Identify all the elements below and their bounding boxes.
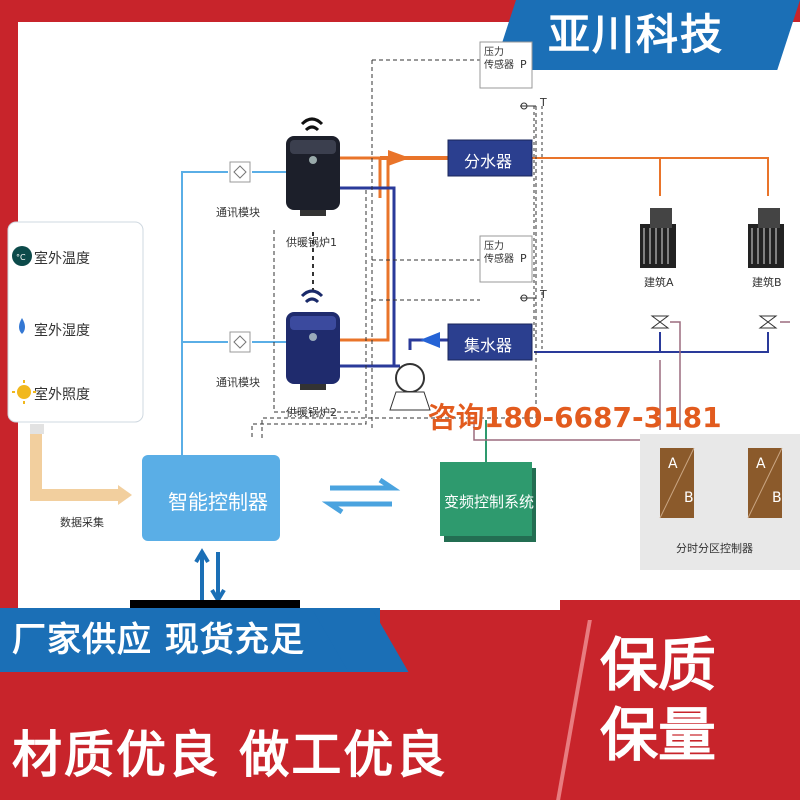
- pressure-sensor-1-box: [479, 41, 533, 89]
- valve-a-icon: [650, 315, 670, 329]
- comm-module-1-label: 通讯模块: [216, 206, 260, 219]
- brand-name: 亚川科技: [548, 10, 725, 59]
- building-b-icon: [748, 208, 784, 268]
- smart-controller-box: [142, 455, 280, 541]
- boiler-2: [286, 289, 340, 390]
- zone-a-label-a: A: [668, 456, 678, 472]
- sensor-panel: [7, 221, 144, 423]
- pressure-sensor-1-label: 压力 传感器: [484, 47, 514, 71]
- vfd-system-box: [440, 462, 532, 536]
- temp-sensor-1-t: T: [540, 96, 547, 109]
- return-manifold-label: 集水器: [464, 336, 513, 355]
- zone-b-label-b: B: [772, 490, 782, 506]
- pressure-sensor-2-p: P: [520, 252, 527, 265]
- data-collect-arrow: [30, 430, 118, 501]
- humidity-icon: [19, 318, 25, 334]
- pressure-sensor-2-box: [479, 235, 533, 283]
- temp-sensor-2-t: T: [540, 288, 547, 301]
- supply-banner: [0, 608, 380, 672]
- pressure-sensor-1-p: P: [520, 58, 527, 71]
- building-a-icon: [640, 208, 676, 268]
- hotline-text: 咨询180-6687-3181: [428, 401, 722, 434]
- boiler-1: [286, 117, 340, 216]
- comm-module-2-icon: [229, 331, 251, 353]
- data-collect-label: 数据采集: [60, 516, 104, 529]
- building-b-label: 建筑B: [752, 276, 782, 289]
- supply-banner-text: 厂家供应 现货充足: [12, 620, 305, 660]
- pump-icon: [395, 363, 425, 393]
- thermometer-icon: [12, 246, 32, 266]
- sun-icon: [17, 385, 31, 399]
- quality-craft-text: 材质优良 做工优良: [12, 726, 448, 784]
- zone-controller-label: 分时分区控制器: [676, 542, 753, 555]
- valve-b-icon: [758, 315, 778, 329]
- guarantee-box: [560, 600, 800, 800]
- return-manifold-box: [447, 323, 533, 361]
- zone-a-label-b: B: [684, 490, 694, 506]
- sensor-outdoor-illuminance: 室外照度: [34, 387, 90, 403]
- guarantee-line-1: 保质: [600, 631, 717, 699]
- sensor-outdoor-temp: 室外温度: [34, 251, 90, 267]
- building-a-label: 建筑A: [644, 276, 674, 289]
- supply-manifold-label: 分水器: [464, 152, 513, 171]
- comm-module-1-icon: [229, 161, 251, 183]
- heating-system-diagram: °C: [7, 41, 800, 610]
- svg-text:°C: °C: [16, 253, 26, 262]
- guarantee-text: 保质 保量: [600, 630, 716, 770]
- vfd-system-label: 变频控制系统: [444, 493, 535, 511]
- guarantee-line-2: 保量: [600, 701, 717, 769]
- pressure-sensor-2-label: 压力 传感器: [484, 241, 514, 265]
- comm-module-2-label: 通讯模块: [216, 376, 260, 389]
- supply-manifold-box: [447, 139, 533, 177]
- boiler-1-label: 供暖锅炉1: [286, 236, 337, 249]
- sensor-outdoor-humidity: 室外湿度: [34, 323, 90, 339]
- zone-b-label-a: A: [756, 456, 766, 472]
- boiler-2-label: 供暖锅炉2: [286, 406, 337, 419]
- smart-controller-label: 智能控制器: [168, 490, 268, 514]
